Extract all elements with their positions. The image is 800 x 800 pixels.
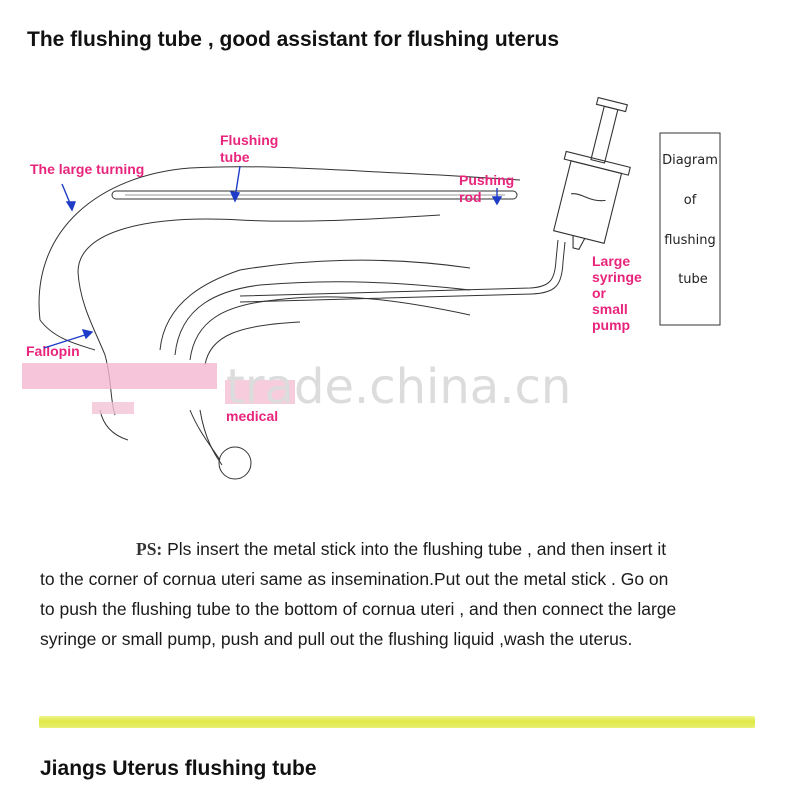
side-box-line-3: flushing: [664, 233, 716, 248]
yellow-divider: [39, 716, 755, 728]
label-flushing-tube-1: Flushing: [220, 132, 278, 148]
instructions-text-1: Pls insert the metal stick into the flus…: [167, 539, 667, 559]
label-large-turning: The large turning: [30, 161, 144, 177]
label-medical: medical: [226, 408, 278, 424]
syringe-barrel: [552, 160, 623, 244]
page-title: The flushing tube , good assistant for f…: [27, 28, 560, 51]
connector-line-2: [239, 241, 566, 303]
ps-mark: PS:: [136, 539, 163, 559]
blurred-label-3: [225, 380, 295, 404]
tube-body: [111, 190, 518, 200]
label-syringe-4: small: [592, 301, 628, 317]
plunger-cap: [595, 96, 628, 113]
blurred-label-2: [92, 402, 134, 414]
tube-curve-3: [189, 296, 471, 361]
side-box-line-2: of: [684, 193, 697, 208]
outer-curve-top: [38, 166, 521, 321]
instructions-line-3: to push the flushing tube to the bottom …: [40, 599, 677, 619]
arrow-fallopian: [43, 333, 89, 349]
watermark-text: trade.china.cn: [226, 359, 571, 415]
fallopian-lower: [99, 409, 129, 441]
instructions-line-2: to the corner of cornua uteri same as in…: [40, 569, 669, 589]
label-pushing-rod-2: rod: [459, 189, 482, 205]
flushing-tube-diagram: Diagram of flushing tube The large turni…: [22, 96, 721, 480]
side-box-line-4: tube: [678, 272, 708, 287]
syringe-tip: [572, 235, 586, 251]
label-syringe-1: Large: [592, 253, 630, 269]
tube-curve-4: [204, 321, 301, 366]
connector-tube: [239, 239, 566, 303]
flushing-tube: [111, 190, 518, 200]
instructions-line-4: syringe or small pump, push and pull out…: [40, 629, 633, 649]
fallopian-curve: [77, 271, 116, 416]
arrow-flushing-tube-head: [229, 191, 241, 203]
syringe-icon: [552, 96, 631, 251]
uterus-outline: [38, 166, 521, 480]
inner-curve-mid: [77, 214, 441, 273]
plunger-rod: [590, 105, 619, 164]
instructions-paragraph: PS: Pls insert the metal stick into the …: [40, 534, 790, 654]
label-fallopian: Fallopin: [26, 343, 80, 359]
label-flushing-tube-2: tube: [220, 149, 250, 165]
label-syringe-5: pump: [592, 317, 630, 333]
side-box-line-1: Diagram: [662, 153, 718, 168]
cervix-line-2: [189, 409, 221, 461]
product-title: Jiangs Uterus flushing tube: [40, 757, 317, 780]
tube-curve-1: [159, 259, 471, 351]
syringe-flange: [563, 150, 631, 176]
side-box: [659, 132, 721, 326]
pointer-arrows: [43, 165, 503, 349]
label-pushing-rod-1: Pushing: [459, 172, 514, 188]
tube-curve-2: [174, 281, 471, 356]
cervix-ring: [218, 446, 252, 480]
arrow-pushing-rod-head: [491, 196, 503, 206]
liquid-line: [571, 193, 606, 202]
instructions-line-1: PS: Pls insert the metal stick into the …: [40, 534, 790, 564]
arrow-large-turning-head: [65, 201, 77, 212]
blurred-label-1: [22, 363, 217, 389]
arrow-fallopian-head: [81, 329, 94, 340]
cervix-line: [199, 409, 223, 466]
label-syringe-3: or: [592, 285, 607, 301]
connector-line-1: [239, 239, 559, 297]
label-syringe-2: syringe: [592, 269, 642, 285]
